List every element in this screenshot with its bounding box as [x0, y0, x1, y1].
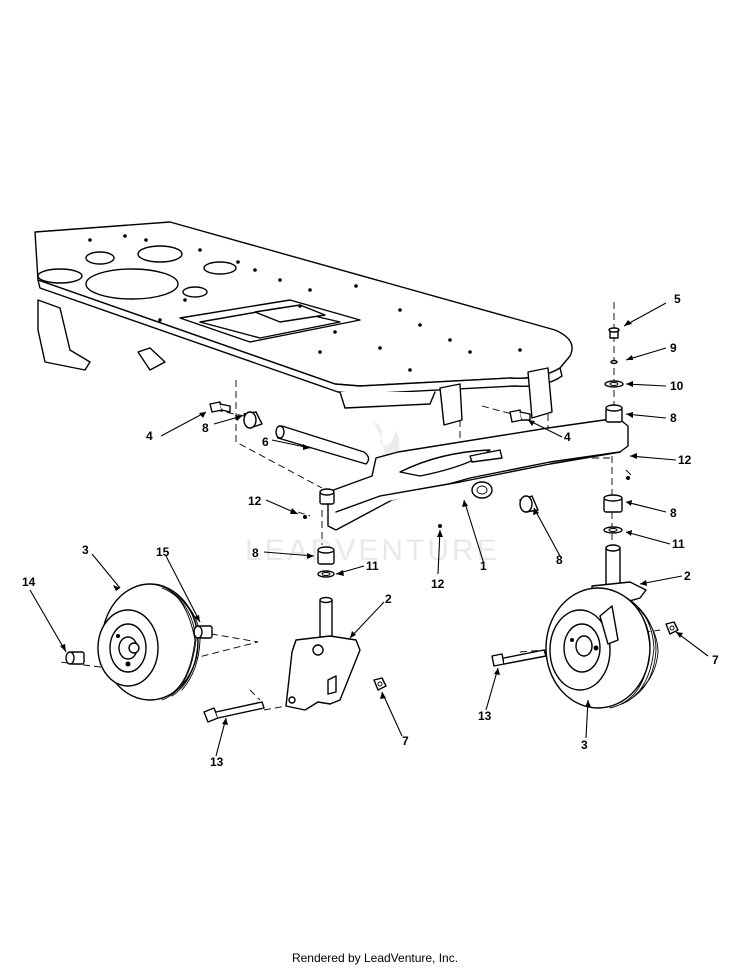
right-nut	[665, 621, 679, 635]
callout-14: 14	[22, 575, 36, 589]
pivot-rod	[275, 425, 370, 465]
left-spindle-stack	[303, 488, 442, 578]
leader-arrows	[60, 320, 683, 725]
callout-10: 10	[670, 379, 684, 393]
callout-11: 11	[672, 537, 685, 551]
callout-12: 12	[248, 494, 262, 508]
left-bearing-left	[65, 651, 85, 665]
bolt-right	[509, 409, 531, 423]
callout-1: 1	[480, 559, 487, 573]
callout-6: 6	[262, 435, 269, 449]
left-spindle	[285, 596, 361, 711]
left-nut	[373, 677, 387, 691]
callout-7: 7	[402, 734, 409, 748]
callout-4: 4	[564, 430, 571, 444]
callout-8: 8	[670, 411, 677, 425]
callout-11: 11	[366, 559, 379, 573]
callout-5: 5	[674, 292, 681, 306]
callout-3: 3	[581, 738, 588, 752]
bolt-left	[209, 401, 231, 413]
callout-12: 12	[678, 453, 692, 467]
callout-12: 12	[431, 577, 445, 591]
callout-2: 2	[385, 592, 392, 606]
callout-13: 13	[210, 755, 224, 769]
bushing-right	[519, 495, 539, 513]
callout-4: 4	[146, 429, 153, 443]
watermark-text: LEADVENTURE	[245, 534, 500, 567]
left-axle-bolt	[203, 701, 265, 723]
callout-13: 13	[478, 709, 492, 723]
right-axle-bolt	[491, 649, 547, 667]
callout-8: 8	[556, 553, 563, 567]
left-wheel	[97, 583, 201, 701]
callout-8: 8	[202, 421, 209, 435]
left-bearing-right	[193, 625, 213, 639]
callout-15: 15	[156, 545, 170, 559]
footer-credit: Rendered by LeadVenture, Inc.	[291, 951, 459, 965]
right-spindle-stack	[603, 327, 630, 534]
right-wheel	[545, 587, 659, 709]
callout-3: 3	[82, 543, 89, 557]
callout-7: 7	[712, 653, 719, 667]
callout-2: 2	[684, 569, 691, 583]
tractor-frame	[34, 221, 573, 426]
front-axle	[327, 417, 629, 531]
callout-labels: 5 9 10 8 12 4 8 6 4 12 8 11 12 1 8 8 11 …	[22, 292, 719, 769]
callout-8: 8	[670, 506, 677, 520]
callout-8: 8	[252, 546, 259, 560]
bushing-left	[243, 411, 263, 429]
callout-9: 9	[670, 341, 677, 355]
